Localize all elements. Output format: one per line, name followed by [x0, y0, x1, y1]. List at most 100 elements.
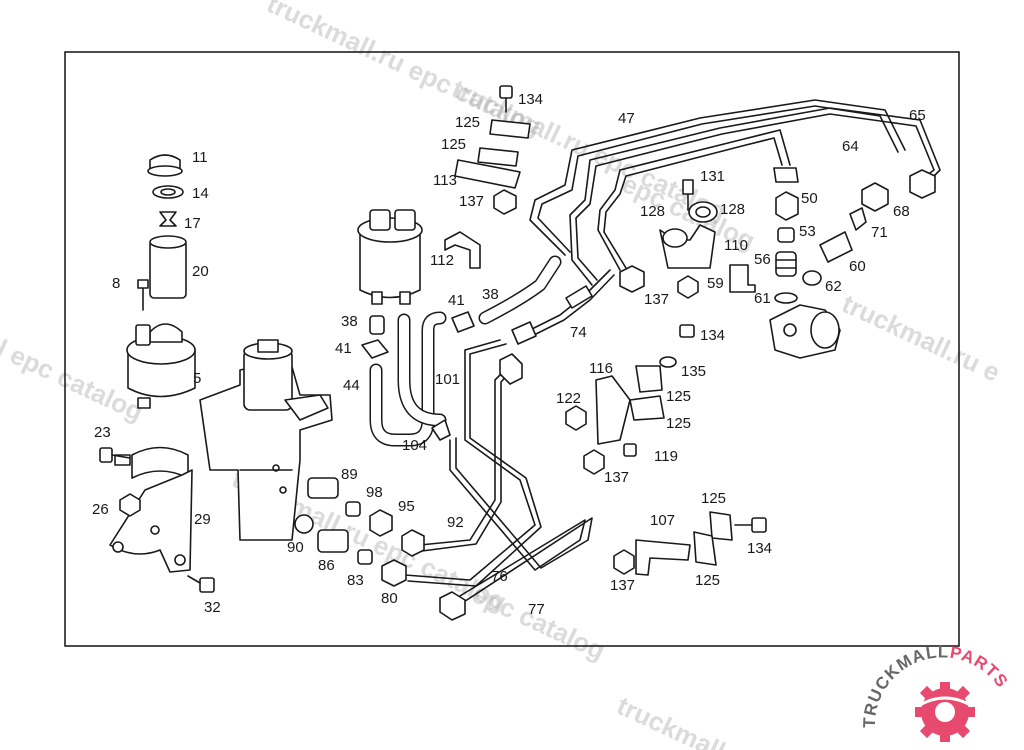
part-label[interactable]: 61	[754, 290, 771, 307]
clip-125[interactable]	[629, 395, 665, 421]
hex-nut[interactable]	[119, 493, 141, 517]
tank-bracket[interactable]	[444, 231, 481, 269]
clip-125[interactable]	[693, 531, 717, 566]
part-label[interactable]: 50	[801, 190, 818, 207]
part-label[interactable]: 65	[909, 107, 926, 124]
part-label[interactable]: 62	[825, 278, 842, 295]
bolt-134[interactable]	[499, 85, 513, 99]
fitting-95[interactable]	[369, 509, 393, 537]
part-label[interactable]: 92	[447, 514, 464, 531]
washer-62[interactable]	[802, 270, 822, 286]
part-label[interactable]: 32	[204, 599, 221, 616]
nut-80[interactable]	[381, 559, 407, 587]
part-label[interactable]: 74	[570, 324, 587, 341]
hose-clamp[interactable]	[451, 311, 475, 333]
part-label[interactable]: 44	[343, 377, 360, 394]
part-label[interactable]: 125	[441, 136, 466, 153]
bracket-107[interactable]	[635, 539, 691, 576]
part-label[interactable]: 64	[842, 138, 859, 155]
part-label[interactable]: 76	[491, 568, 508, 585]
part-label[interactable]: 137	[459, 193, 484, 210]
part-label[interactable]: 8	[112, 275, 120, 292]
part-label[interactable]: 26	[92, 501, 109, 518]
part-label[interactable]: 59	[707, 275, 724, 292]
part-label[interactable]: 38	[341, 313, 358, 330]
part-label[interactable]: 134	[747, 540, 772, 557]
part-label[interactable]: 86	[318, 557, 335, 574]
hose-clamp[interactable]	[431, 419, 451, 441]
part-label[interactable]: 17	[184, 215, 201, 232]
part-label[interactable]: 38	[482, 286, 499, 303]
pipe-64[interactable]	[529, 99, 906, 256]
bolt-head[interactable]	[99, 447, 113, 463]
part-label[interactable]: 95	[398, 498, 415, 515]
part-label[interactable]: 104	[402, 437, 427, 454]
union-nut[interactable]	[909, 169, 936, 199]
fitting-71[interactable]	[849, 207, 867, 231]
clip-125[interactable]	[635, 365, 663, 393]
hex-nut[interactable]	[677, 275, 699, 299]
nut-137[interactable]	[613, 549, 635, 575]
part-label[interactable]: 71	[871, 224, 888, 241]
bolt-134[interactable]	[751, 517, 767, 533]
fitting-98[interactable]	[345, 501, 361, 517]
fitting-50[interactable]	[775, 191, 799, 221]
pipe-65[interactable]	[569, 107, 941, 286]
fitting-56[interactable]	[775, 251, 797, 277]
part-label[interactable]: 137	[604, 469, 629, 486]
part-label[interactable]: 125	[455, 114, 480, 131]
washer-135[interactable]	[659, 356, 677, 368]
washer-61[interactable]	[774, 292, 798, 304]
part-label[interactable]: 125	[666, 388, 691, 405]
bracket-116[interactable]	[595, 375, 631, 445]
part-label[interactable]: 107	[650, 512, 675, 529]
union-nut[interactable]	[439, 591, 466, 621]
part-label[interactable]: 135	[681, 363, 706, 380]
part-label[interactable]: 41	[335, 340, 352, 357]
pipe-77[interactable]	[444, 439, 586, 606]
part-label[interactable]: 137	[644, 291, 669, 308]
bolt-head[interactable]	[199, 577, 215, 593]
nut-137[interactable]	[493, 189, 517, 215]
part-label[interactable]: 98	[366, 484, 383, 501]
fitting-53[interactable]	[777, 227, 795, 243]
bolt-119[interactable]	[623, 443, 637, 457]
union-nut[interactable]	[861, 182, 889, 212]
clip-125[interactable]	[477, 147, 519, 167]
nut-137[interactable]	[583, 449, 605, 475]
part-label[interactable]: 116	[589, 360, 613, 377]
tee-fitting-59[interactable]	[729, 264, 756, 293]
washer-90[interactable]	[294, 514, 314, 534]
part-label[interactable]: 119	[654, 448, 678, 465]
part-label[interactable]: 137	[610, 577, 635, 594]
part-label[interactable]: 11	[192, 149, 208, 166]
part-label[interactable]: 131	[700, 168, 725, 185]
bolt-131[interactable]	[682, 179, 694, 195]
part-label[interactable]: 80	[381, 590, 398, 607]
spring-clip[interactable]	[159, 211, 177, 227]
bolt-134[interactable]	[679, 324, 695, 338]
part-label[interactable]: 113	[433, 172, 457, 189]
part-label[interactable]: 90	[287, 539, 304, 556]
part-label[interactable]: 110	[724, 237, 748, 254]
part-label[interactable]: 77	[528, 601, 545, 618]
part-label[interactable]: 125	[666, 415, 691, 432]
part-label[interactable]: 20	[192, 263, 209, 280]
nut-122[interactable]	[565, 405, 587, 431]
hose-clamp[interactable]	[361, 339, 389, 359]
tank-body[interactable]	[359, 234, 421, 299]
part-label[interactable]: 56	[754, 251, 771, 268]
part-label[interactable]: 23	[94, 424, 111, 441]
part-label[interactable]: 101	[435, 371, 460, 388]
pipe-76[interactable]	[404, 339, 536, 581]
clamp-128[interactable]	[662, 228, 688, 248]
part-label[interactable]: 128	[640, 203, 665, 220]
fitting-60[interactable]	[819, 231, 853, 263]
fitting-86[interactable]	[317, 529, 349, 553]
part-label[interactable]: 89	[341, 466, 358, 483]
nut-92[interactable]	[401, 529, 425, 557]
part-label[interactable]: 60	[849, 258, 866, 275]
hose-clamp[interactable]	[369, 315, 385, 335]
clamp-band[interactable]	[131, 446, 189, 479]
part-label[interactable]: 47	[618, 110, 635, 127]
